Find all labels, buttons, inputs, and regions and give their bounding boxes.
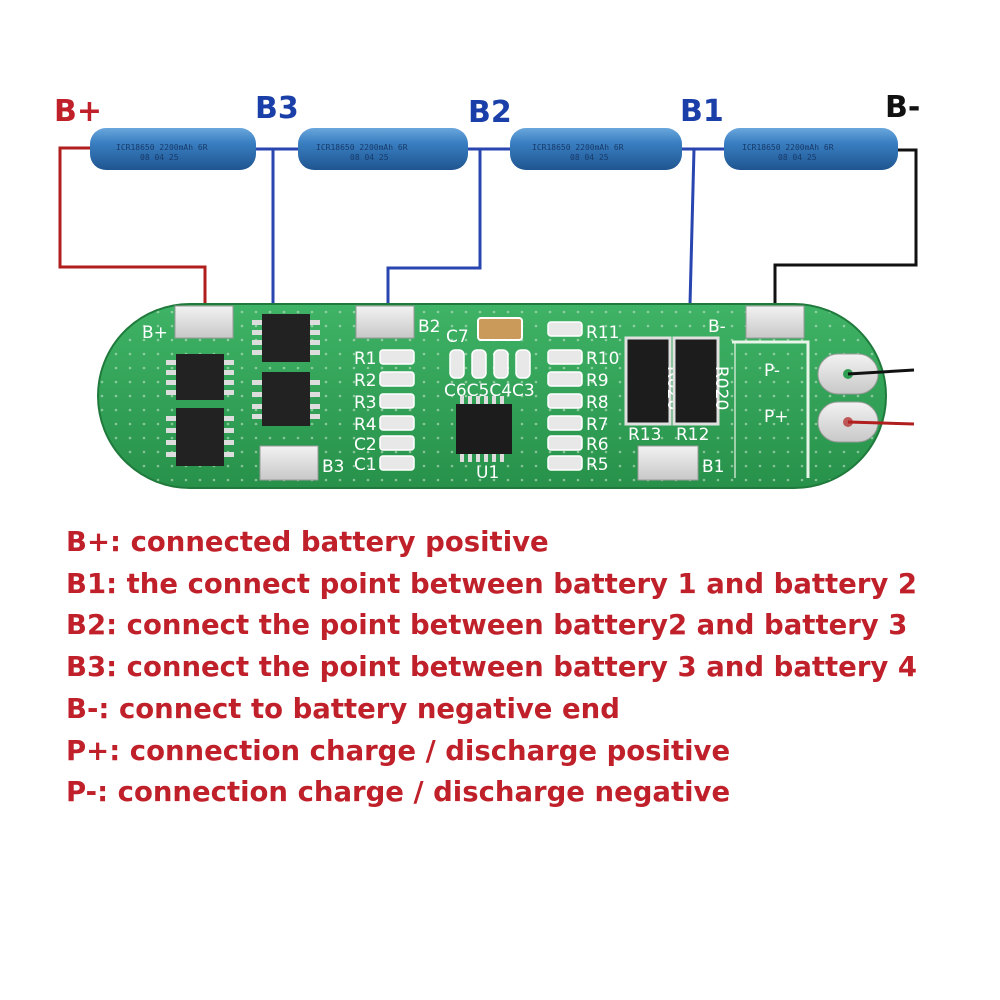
mosfet-chip xyxy=(252,372,320,426)
label-b-minus: B- xyxy=(885,90,920,125)
label-b2: B2 xyxy=(468,95,512,130)
silk-r1: R1 xyxy=(354,349,377,369)
cell-4-date: 08 04 25 xyxy=(778,153,817,162)
silk-r11: R11 xyxy=(586,323,619,343)
silk-r5: R5 xyxy=(586,455,609,475)
pad-b-minus xyxy=(745,305,805,339)
battery-cell-1: ICR18650 2200mAh 6R 08 04 25 xyxy=(90,128,256,170)
legend-p-plus: P+: connection charge / discharge positi… xyxy=(66,734,731,767)
resistor-r9 xyxy=(547,371,583,387)
legend-b2: B2: connect the point between battery2 a… xyxy=(66,609,908,642)
silk-r6: R6 xyxy=(586,435,609,455)
label-b-plus: B+ xyxy=(54,94,102,129)
silk-p-plus: P+ xyxy=(764,407,789,427)
silk-r13: R13 xyxy=(628,425,661,445)
silk-b1: B1 xyxy=(702,457,724,477)
legend-b1: B1: the connect point between battery 1 … xyxy=(66,567,918,600)
resistor-r3 xyxy=(379,393,415,409)
battery-cell-3: ICR18650 2200mAh 6R 08 04 25 xyxy=(510,128,682,170)
cell-2-date: 08 04 25 xyxy=(350,153,389,162)
pad-b3 xyxy=(259,445,319,481)
mosfet-chip xyxy=(166,408,234,466)
resistor-r1 xyxy=(379,349,415,365)
mosfet-chip xyxy=(166,354,234,400)
silk-c2: C2 xyxy=(354,435,377,455)
silk-p-minus: P- xyxy=(764,361,780,381)
mosfet-chip xyxy=(252,314,320,362)
wire-p-minus xyxy=(847,368,915,376)
capacitor-c1 xyxy=(379,455,415,471)
silk-r2: R2 xyxy=(354,371,377,391)
label-b1: B1 xyxy=(680,94,724,129)
capacitor-c4 xyxy=(493,349,509,379)
capacitor-c3 xyxy=(515,349,531,379)
cell-2-label: ICR18650 2200mAh 6R xyxy=(316,143,408,152)
silk-c6c5c4c3: C6C5C4C3 xyxy=(444,381,535,401)
shunt-r12-marking: R020 xyxy=(711,366,731,410)
wire-b2 xyxy=(386,149,482,310)
pad-b2 xyxy=(355,305,415,339)
resistor-r11 xyxy=(547,321,583,337)
capacitor-c7 xyxy=(477,317,523,341)
silk-r4: R4 xyxy=(354,415,377,435)
silk-u1: U1 xyxy=(476,463,499,483)
legend-p-minus: P-: connection charge / discharge negati… xyxy=(66,776,731,809)
capacitor-c6 xyxy=(449,349,465,379)
silk-r7: R7 xyxy=(586,415,609,435)
silk-r10: R10 xyxy=(586,349,619,369)
silk-r9: R9 xyxy=(586,371,609,391)
battery-cell-2: ICR18650 2200mAh 6R 08 04 25 xyxy=(298,128,468,170)
silk-b3: B3 xyxy=(322,457,344,477)
cell-4-label: ICR18650 2200mAh 6R xyxy=(742,143,834,152)
label-b3: B3 xyxy=(255,91,299,126)
terminal-legend: B+: connected battery positive B1: the c… xyxy=(66,522,986,814)
silk-r12: R12 xyxy=(676,425,709,445)
pad-b1 xyxy=(637,445,699,481)
silk-c1: C1 xyxy=(354,455,377,475)
silk-b-plus: B+ xyxy=(142,323,168,343)
resistor-r2 xyxy=(379,371,415,387)
pcb-board: B+ B2 B- B3 B1 P- P+ xyxy=(97,303,915,489)
cell-1-label: ICR18650 2200mAh 6R xyxy=(116,143,208,152)
wire-p-plus xyxy=(847,420,915,426)
resistor-r4 xyxy=(379,415,415,431)
capacitor-c5 xyxy=(471,349,487,379)
silk-r3: R3 xyxy=(354,393,377,413)
wire-b-minus xyxy=(773,148,918,310)
shunt-resistor-r12: R020 xyxy=(672,336,731,426)
pad-b-plus xyxy=(174,305,234,339)
legend-b-plus: B+: connected battery positive xyxy=(66,526,549,558)
resistor-r8 xyxy=(547,393,583,409)
battery-cell-4: ICR18650 2200mAh 6R 08 04 25 xyxy=(724,128,898,170)
cell-3-label: ICR18650 2200mAh 6R xyxy=(532,143,624,152)
bms-wiring-diagram: B+ B3 B2 B1 B- ICR18650 2200mAh 6R 08 04… xyxy=(54,90,920,489)
silk-b-minus: B- xyxy=(708,317,726,337)
ic-u1 xyxy=(456,396,512,462)
wire-b-plus xyxy=(58,146,207,308)
capacitor-c2 xyxy=(379,435,415,451)
silk-c7: C7 xyxy=(446,327,469,347)
legend-b3: B3: connect the point between battery 3 … xyxy=(66,651,918,684)
resistor-r10 xyxy=(547,349,583,365)
resistor-r5 xyxy=(547,455,583,471)
cell-3-date: 08 04 25 xyxy=(570,153,609,162)
resistor-r7 xyxy=(547,415,583,431)
silk-b2: B2 xyxy=(418,317,440,337)
resistor-r6 xyxy=(547,435,583,451)
cell-1-date: 08 04 25 xyxy=(140,153,179,162)
silk-r8: R8 xyxy=(586,393,609,413)
legend-b-minus: B-: connect to battery negative end xyxy=(66,692,620,725)
